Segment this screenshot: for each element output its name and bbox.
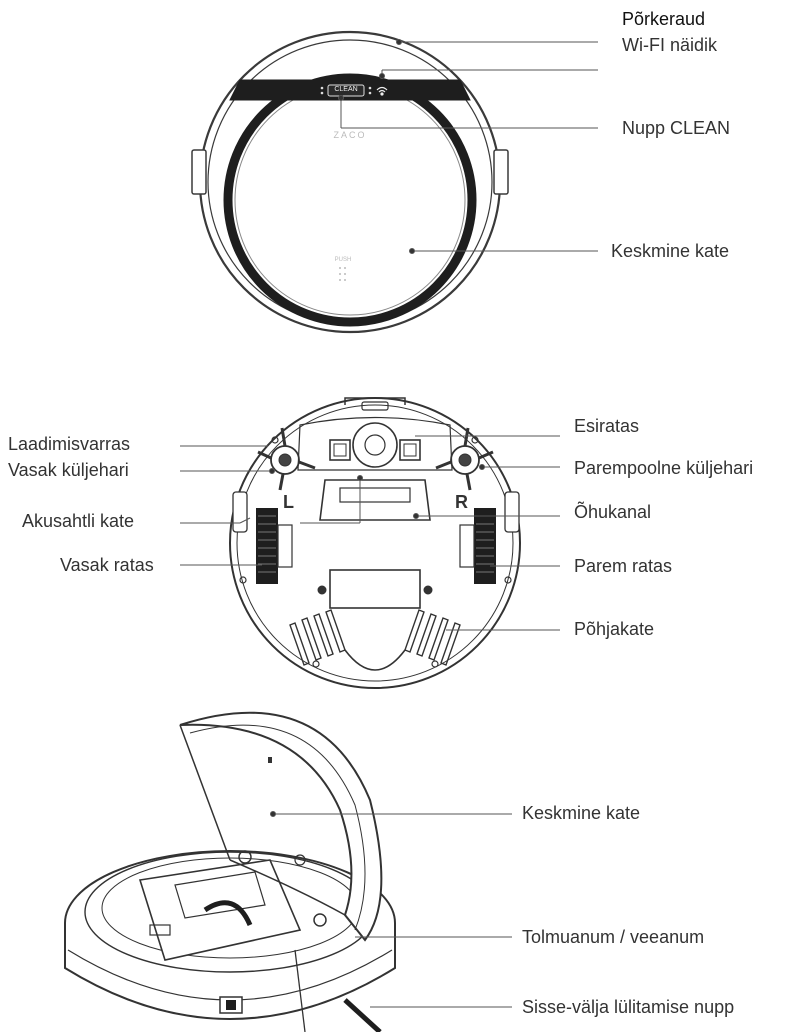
right-wheel (460, 508, 496, 584)
label-bumper: Põrkeraud (622, 8, 705, 30)
front-wheel (353, 423, 397, 467)
push-text: PUSH (330, 257, 356, 263)
label-air-channel: Õhukanal (574, 501, 651, 523)
label-right-wheel: Parem ratas (574, 555, 672, 577)
label-front-wheel: Esiratas (574, 415, 639, 437)
bottom-cover-ribs (290, 610, 460, 665)
air-channel (320, 480, 430, 520)
label-bottom-cover: Põhjakate (574, 618, 654, 640)
clean-button-text: CLEAN (328, 86, 364, 93)
push-indicator (339, 267, 346, 281)
right-marker-text: R (455, 492, 468, 513)
label-charging-rod: Laadimisvarras (8, 433, 130, 455)
label-left-side-brush: Vasak küljehari (8, 459, 129, 481)
label-battery-cover: Akusahtli kate (22, 510, 134, 532)
left-wheel (256, 508, 292, 584)
label-middle-cover-1: Keskmine kate (611, 240, 729, 262)
label-power-switch: Sisse-välja lülitamise nupp (522, 996, 734, 1018)
label-clean-button: Nupp CLEAN (622, 117, 730, 139)
label-middle-cover-2: Keskmine kate (522, 802, 640, 824)
robot-open-lid-view (65, 713, 395, 1032)
robot-top-view (192, 32, 508, 332)
battery-cover (330, 570, 420, 608)
label-left-wheel: Vasak ratas (60, 554, 154, 576)
label-dust-water-tank: Tolmuanum / veeanum (522, 926, 704, 948)
left-marker-text: L (283, 492, 294, 513)
label-right-side-brush: Parempoolne küljehari (574, 457, 753, 479)
brand-logo-text: ZACO (330, 130, 370, 140)
label-wifi-indicator: Wi-FI näidik (622, 34, 717, 56)
